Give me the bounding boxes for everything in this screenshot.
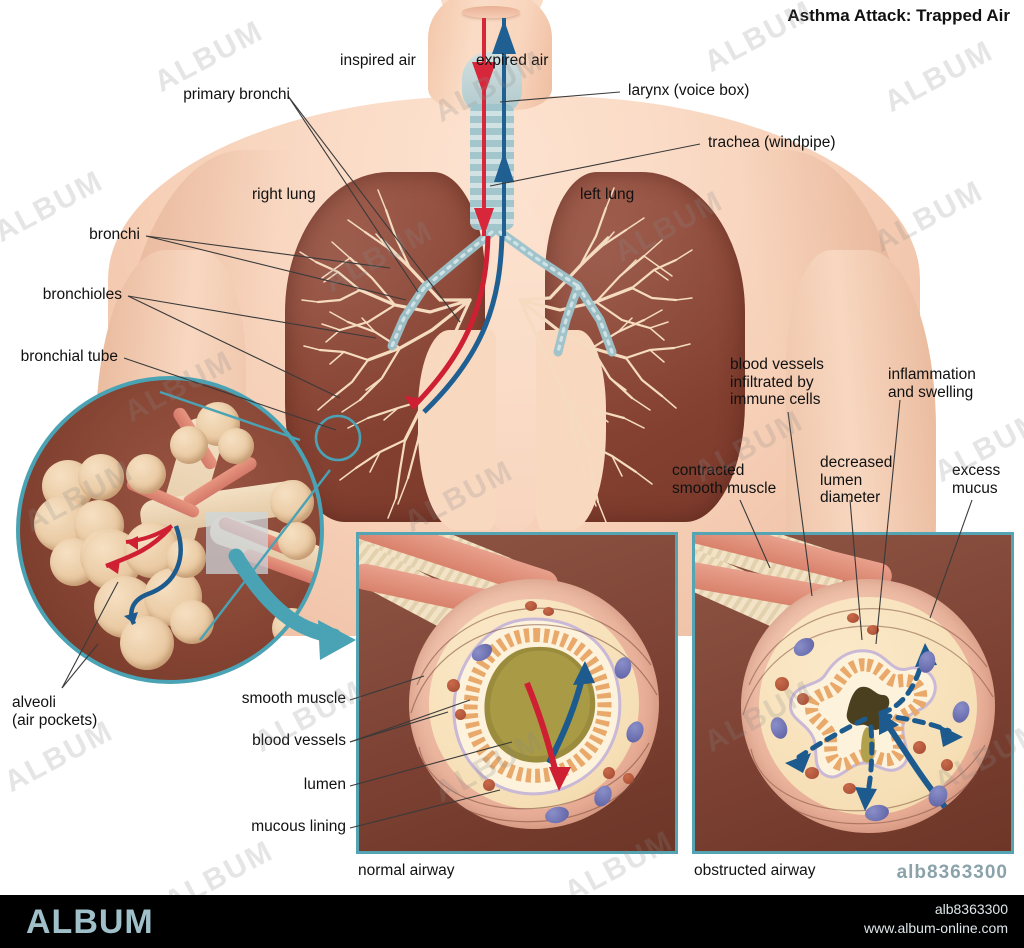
label-left-lung: left lung — [580, 186, 635, 203]
footer-image-id: alb8363300 — [934, 901, 1008, 917]
label-contracted-smooth-muscle: contracted smooth muscle — [672, 462, 777, 497]
mouth — [462, 6, 520, 18]
caption-normal-airway: normal airway — [358, 862, 455, 879]
label-bronchi: bronchi — [89, 226, 140, 243]
label-decreased-lumen-diameter: decreased lumen diameter — [820, 454, 893, 506]
expired-air-arrow — [502, 18, 506, 236]
normal-airway-panel — [356, 532, 678, 854]
label-smooth-muscle: smooth muscle — [241, 690, 346, 707]
label-expired-air: expired air — [476, 52, 549, 69]
label-lumen: lumen — [303, 776, 346, 793]
label-blood-vessels-infiltrated: blood vessels infiltrated by immune cell… — [730, 356, 824, 408]
label-inflammation-and-swelling: inflammation and swelling — [888, 366, 976, 401]
caption-obstructed-airway: obstructed airway — [694, 862, 816, 879]
page-title: Asthma Attack: Trapped Air — [787, 6, 1010, 25]
label-bronchioles: bronchioles — [42, 286, 122, 303]
footer-bar: ALBUM alb8363300 www.album-online.com — [0, 895, 1024, 948]
inspired-air-arrow — [482, 18, 486, 236]
obstructed-airway-panel — [692, 532, 1014, 854]
label-blood-vessels: blood vessels — [252, 732, 346, 749]
label-trachea: trachea (windpipe) — [708, 134, 836, 151]
label-alveoli: alveoli (air pockets) — [12, 694, 98, 729]
label-right-lung: right lung — [252, 186, 316, 203]
label-inspired-air: inspired air — [340, 52, 416, 69]
album-logo: ALBUM — [26, 903, 154, 941]
label-larynx: larynx (voice box) — [628, 82, 750, 99]
label-excess-mucus: excess mucus — [952, 462, 1001, 497]
footer-url[interactable]: www.album-online.com — [864, 920, 1008, 936]
image-id-overlay: alb8363300 — [896, 862, 1008, 883]
label-primary-bronchi: primary bronchi — [183, 86, 290, 103]
label-mucous-lining: mucous lining — [251, 818, 346, 835]
label-bronchial-tube: bronchial tube — [20, 348, 118, 365]
